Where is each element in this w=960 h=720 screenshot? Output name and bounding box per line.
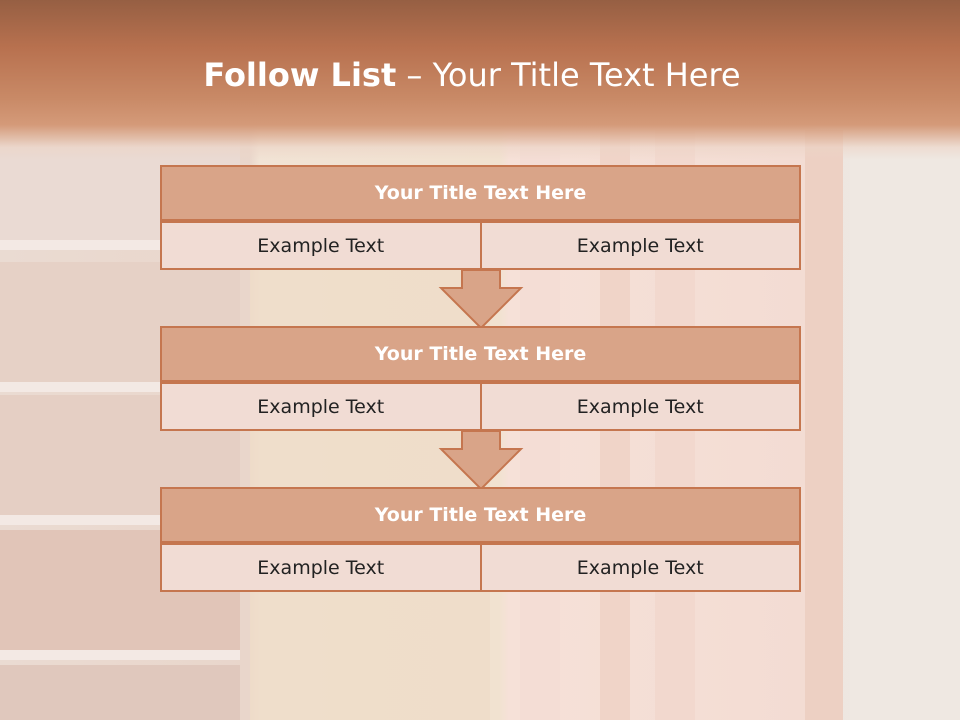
block-cell-left: Example Text <box>160 543 482 592</box>
slide-title-bold: Follow List <box>203 56 397 94</box>
block-row: Example Text Example Text <box>160 543 801 592</box>
list-block-2: Your Title Text Here Example Text Exampl… <box>160 326 801 431</box>
list-block-1: Your Title Text Here Example Text Exampl… <box>160 165 801 270</box>
block-row: Example Text Example Text <box>160 221 801 270</box>
slide-title: Follow List – Your Title Text Here <box>0 56 944 94</box>
slide-title-rest: – Your Title Text Here <box>396 56 741 94</box>
wall-stripe <box>805 130 843 720</box>
block-title: Your Title Text Here <box>160 165 801 221</box>
block-title: Your Title Text Here <box>160 487 801 543</box>
list-block-3: Your Title Text Here Example Text Exampl… <box>160 487 801 592</box>
block-cell-right: Example Text <box>481 382 801 431</box>
down-arrow-icon <box>438 270 524 330</box>
block-row: Example Text Example Text <box>160 382 801 431</box>
brick <box>0 665 240 720</box>
block-cell-left: Example Text <box>160 382 482 431</box>
header-band <box>0 0 960 160</box>
wall-stripe <box>850 130 960 720</box>
block-cell-right: Example Text <box>481 543 801 592</box>
down-arrow-icon <box>438 431 524 491</box>
block-cell-right: Example Text <box>481 221 801 270</box>
block-cell-left: Example Text <box>160 221 482 270</box>
block-title: Your Title Text Here <box>160 326 801 382</box>
